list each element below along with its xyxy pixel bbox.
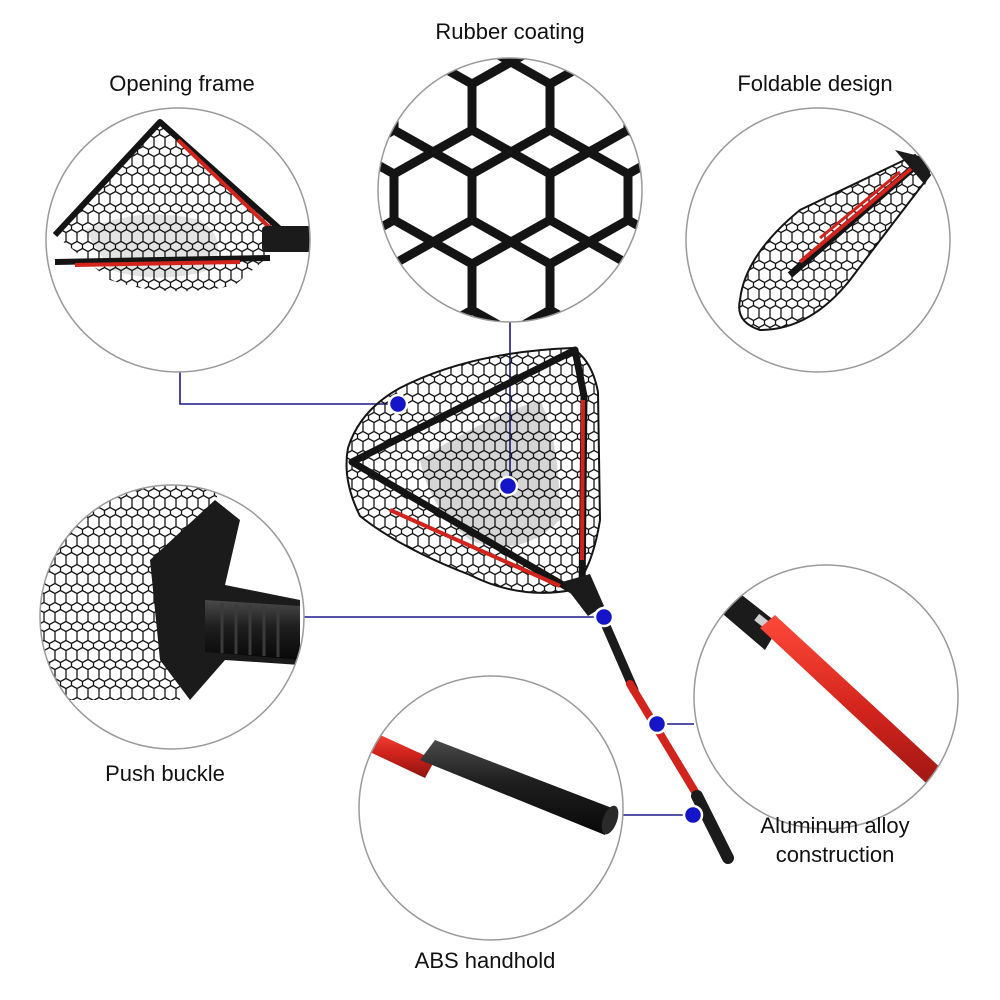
net-frame-red-right <box>580 399 585 561</box>
net-yoke <box>562 574 604 616</box>
detail-circle-abs-handhold <box>358 675 624 941</box>
callout-dot-abs-handhold <box>682 804 704 826</box>
label-opening-frame: Opening frame <box>109 71 255 96</box>
detail-circle-foldable-design <box>685 107 951 373</box>
net-frame-red-left <box>389 508 561 588</box>
callout-dot-rubber-coating <box>497 475 519 497</box>
handle-red-shaft <box>626 680 704 804</box>
label-aluminum-alloy-construction: Aluminum alloy construction <box>730 812 940 869</box>
callout-dot-opening-frame <box>387 393 409 415</box>
label-push-buckle: Push buckle <box>105 761 225 786</box>
label-aluminum-line1: Aluminum alloy <box>760 813 910 838</box>
detail-circle-push-buckle <box>39 484 305 750</box>
net-mesh <box>345 346 602 594</box>
handle-grip <box>691 790 734 864</box>
label-rubber-coating: Rubber coating <box>435 19 585 44</box>
callout-dot-push-buckle <box>593 606 615 628</box>
callout-dots <box>387 393 704 826</box>
label-aluminum-line2: construction <box>775 841 895 867</box>
callout-dot-aluminum <box>646 713 668 735</box>
callout-line-opening-frame <box>179 372 398 405</box>
net-frame <box>348 346 588 600</box>
label-abs-handhold: ABS handhold <box>414 948 556 973</box>
detail-circle-rubber-coating <box>377 57 643 323</box>
label-foldable-design: Foldable design <box>737 71 893 96</box>
landing-net-product <box>345 346 734 864</box>
detail-circle-opening-frame <box>45 107 311 373</box>
net-inner-shade <box>420 400 560 547</box>
detail-circle-aluminum-alloy <box>693 564 959 830</box>
